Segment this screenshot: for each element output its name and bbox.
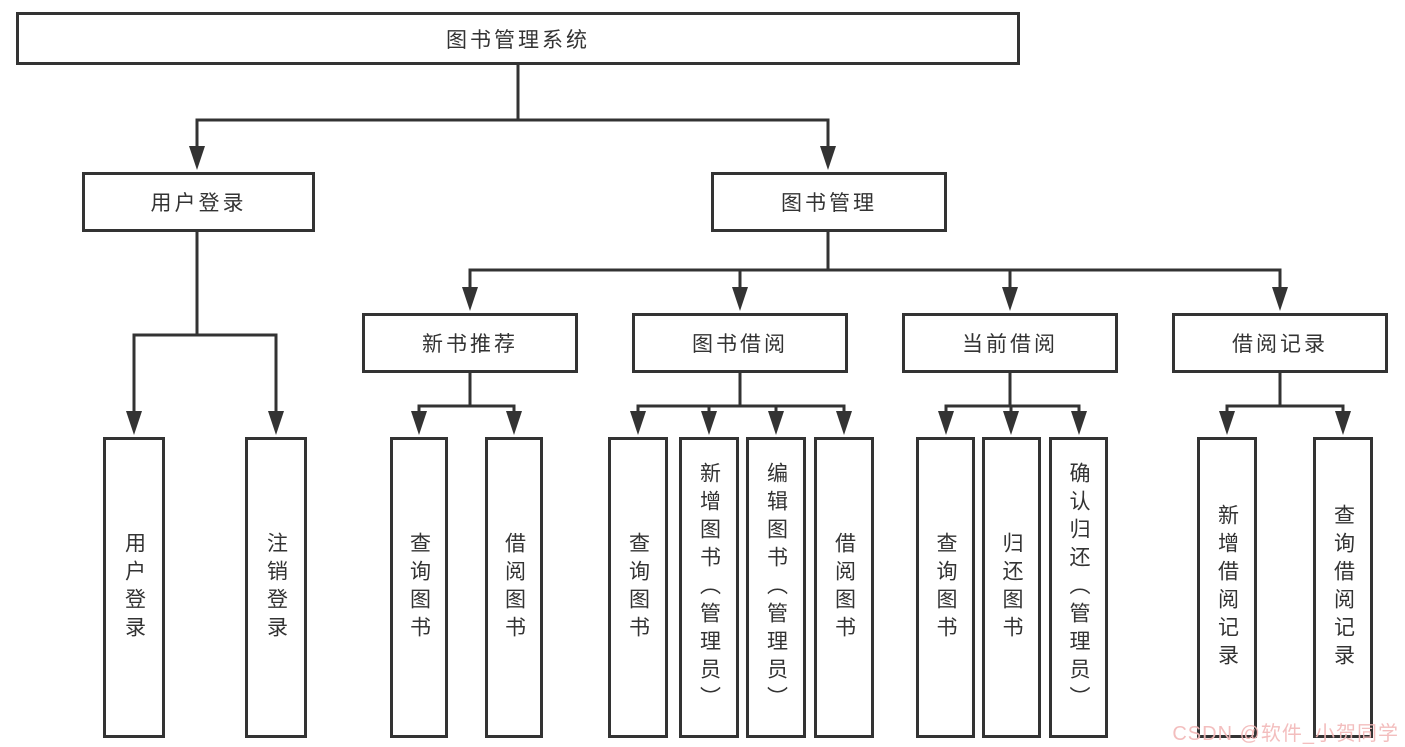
node-current-borrow: 当前借阅: [902, 313, 1118, 373]
node-user-login: 用户登录: [82, 172, 315, 232]
leaf-query-books-current: 查询图书: [916, 437, 975, 738]
leaf-edit-books-admin-label: 编辑图书（管理员）: [764, 461, 788, 714]
node-book-borrow-label: 图书借阅: [692, 333, 788, 356]
leaf-add-borrow-record: 新增借阅记录: [1197, 437, 1257, 738]
node-book-borrow: 图书借阅: [632, 313, 848, 373]
leaf-query-borrow-record: 查询借阅记录: [1313, 437, 1373, 738]
node-current-borrow-label: 当前借阅: [962, 333, 1058, 356]
node-borrow-records-label: 借阅记录: [1232, 333, 1328, 356]
leaf-borrow-books-recommend: 借阅图书: [485, 437, 543, 738]
leaf-query-books-current-label: 查询图书: [934, 531, 957, 644]
leaf-borrow-books-recommend-label: 借阅图书: [502, 531, 526, 644]
leaf-return-books: 归还图书: [982, 437, 1041, 738]
leaf-confirm-return-admin: 确认归还（管理员）: [1049, 437, 1108, 738]
leaf-query-borrow-record-label: 查询借阅记录: [1331, 503, 1355, 672]
leaf-add-books-admin: 新增图书（管理员）: [679, 437, 739, 738]
leaf-return-books-label: 归还图书: [1000, 531, 1023, 644]
leaf-add-borrow-record-label: 新增借阅记录: [1215, 503, 1239, 672]
leaf-query-books-borrow: 查询图书: [608, 437, 668, 738]
node-book-management-label: 图书管理: [781, 192, 877, 215]
leaf-logout: 注销登录: [245, 437, 307, 738]
leaf-borrow-books-label: 借阅图书: [832, 531, 856, 644]
leaf-add-books-admin-label: 新增图书（管理员）: [697, 461, 721, 714]
leaf-confirm-return-admin-label: 确认归还（管理员）: [1067, 461, 1090, 714]
node-root: 图书管理系统: [16, 12, 1020, 65]
leaf-logout-label: 注销登录: [264, 531, 288, 644]
node-root-label: 图书管理系统: [446, 28, 590, 52]
node-borrow-records: 借阅记录: [1172, 313, 1388, 373]
node-user-login-label: 用户登录: [150, 192, 247, 215]
node-book-management: 图书管理: [711, 172, 947, 232]
leaf-edit-books-admin: 编辑图书（管理员）: [746, 437, 806, 738]
node-new-book-recommend: 新书推荐: [362, 313, 578, 373]
leaf-borrow-books: 借阅图书: [814, 437, 874, 738]
leaf-query-books-borrow-label: 查询图书: [626, 531, 650, 644]
leaf-user-login: 用户登录: [103, 437, 165, 738]
leaf-query-books-recommend-label: 查询图书: [407, 531, 431, 644]
leaf-user-login-label: 用户登录: [122, 531, 146, 644]
leaf-query-books-recommend: 查询图书: [390, 437, 448, 738]
watermark: CSDN @软件_小贺同学: [1172, 723, 1399, 745]
node-new-book-recommend-label: 新书推荐: [422, 333, 518, 356]
